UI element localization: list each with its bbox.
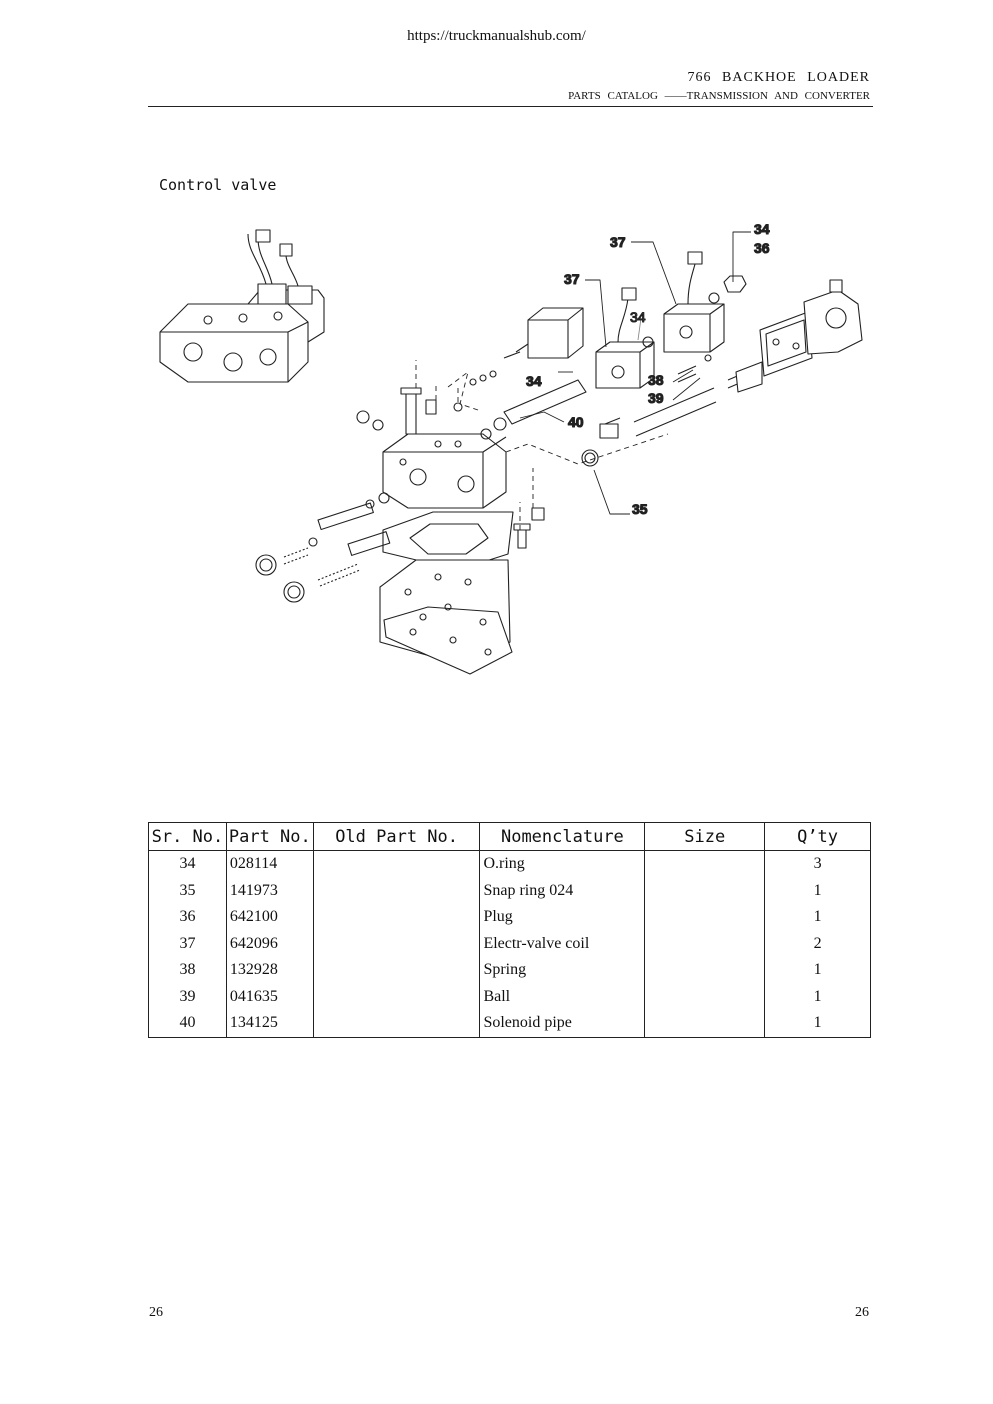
col-header-old-part-no: Old Part No. — [312, 822, 481, 851]
cell-old-part-no — [312, 957, 481, 984]
cell-part-no: 041635 — [225, 983, 314, 1010]
cell-sr-no: 37 — [148, 930, 227, 957]
cell-size — [644, 877, 766, 904]
cell-sr-no: 39 — [148, 983, 227, 1010]
plates-illustration — [379, 507, 545, 675]
cell-size — [644, 983, 766, 1010]
cell-nomenclature: Plug — [479, 904, 646, 931]
cell-nomenclature: Spring — [479, 957, 646, 984]
spool-stacks-illustration — [255, 492, 391, 603]
cell-sr-no: 34 — [148, 850, 227, 878]
cell-size — [644, 930, 766, 957]
callout-37: 37 — [564, 271, 580, 287]
cell-old-part-no — [312, 983, 481, 1010]
cell-sr-no: 35 — [148, 877, 227, 904]
cell-old-part-no — [312, 1010, 481, 1038]
cell-size — [644, 850, 766, 878]
header-catalog: PARTS CATALOG ——TRANSMISSION AND CONVERT… — [568, 90, 870, 102]
cell-qty: 1 — [764, 983, 871, 1010]
callout-34: 34 — [754, 221, 770, 237]
table-row: 37 642096 Electr-valve coil 2 — [148, 930, 871, 957]
table-row: 36 642100 Plug 1 — [148, 904, 871, 931]
header-rule — [148, 106, 873, 107]
page-number-right: 26 — [855, 1305, 869, 1320]
callout-39: 39 — [648, 390, 664, 406]
col-header-size: Size — [644, 822, 766, 851]
solenoid-assembly-illustration — [469, 251, 863, 467]
header-model: 766 BACKHOE LOADER — [687, 70, 870, 85]
cell-old-part-no — [312, 877, 481, 904]
cell-size — [644, 904, 766, 931]
cell-qty: 1 — [764, 957, 871, 984]
page-number-left: 26 — [149, 1305, 163, 1320]
cell-old-part-no — [312, 850, 481, 878]
cell-sr-no: 36 — [148, 904, 227, 931]
cell-qty: 2 — [764, 930, 871, 957]
cell-part-no: 028114 — [225, 850, 314, 878]
cell-part-no: 134125 — [225, 1010, 314, 1038]
table-row: 38 132928 Spring 1 — [148, 957, 871, 984]
assembly-guide-lines — [415, 360, 669, 530]
cell-size — [644, 957, 766, 984]
cell-sr-no: 38 — [148, 957, 227, 984]
cell-qty: 1 — [764, 1010, 871, 1038]
cell-part-no: 642096 — [225, 930, 314, 957]
callout-leaders — [519, 231, 751, 515]
callout-36: 36 — [754, 240, 770, 256]
cell-size — [644, 1010, 766, 1038]
cell-nomenclature: Electr-valve coil — [479, 930, 646, 957]
cell-nomenclature: Snap ring 024 — [479, 877, 646, 904]
table-row: 40 134125 Solenoid pipe 1 — [148, 1010, 871, 1038]
assembled-valve-illustration — [159, 229, 325, 383]
source-url: https://truckmanualshub.com/ — [407, 28, 586, 44]
cell-qty: 1 — [764, 904, 871, 931]
callout-40: 40 — [568, 414, 584, 430]
section-title: Control valve — [159, 176, 277, 194]
cell-old-part-no — [312, 904, 481, 931]
control-valve-exploded-diagram: 34 36 37 37 34 34 38 39 40 35 — [159, 220, 863, 675]
cell-part-no: 132928 — [225, 957, 314, 984]
cell-nomenclature: Ball — [479, 983, 646, 1010]
table-row: 39 041635 Ball 1 — [148, 983, 871, 1010]
valve-body-illustration — [356, 387, 507, 509]
col-header-qty: Q’ty — [764, 822, 871, 851]
col-header-nomenclature: Nomenclature — [479, 822, 646, 851]
cell-old-part-no — [312, 930, 481, 957]
cell-part-no: 642100 — [225, 904, 314, 931]
col-header-part-no: Part No. — [225, 822, 314, 851]
callout-37: 37 — [610, 234, 626, 250]
callout-34: 34 — [630, 309, 646, 325]
table-row: 35 141973 Snap ring 024 1 — [148, 877, 871, 904]
cell-nomenclature: O.ring — [479, 850, 646, 878]
parts-table: Sr. No. Part No. Old Part No. Nomenclatu… — [148, 822, 871, 1038]
col-header-sr-no: Sr. No. — [148, 822, 227, 851]
cell-qty: 1 — [764, 877, 871, 904]
table-row: 34 028114 O.ring 3 — [148, 850, 871, 878]
callout-34: 34 — [526, 373, 542, 389]
callout-38: 38 — [648, 372, 664, 388]
cell-sr-no: 40 — [148, 1010, 227, 1038]
cell-qty: 3 — [764, 850, 871, 878]
table-header-row: Sr. No. Part No. Old Part No. Nomenclatu… — [148, 822, 871, 851]
cell-part-no: 141973 — [225, 877, 314, 904]
callout-35: 35 — [632, 501, 648, 517]
cell-nomenclature: Solenoid pipe — [479, 1010, 646, 1038]
